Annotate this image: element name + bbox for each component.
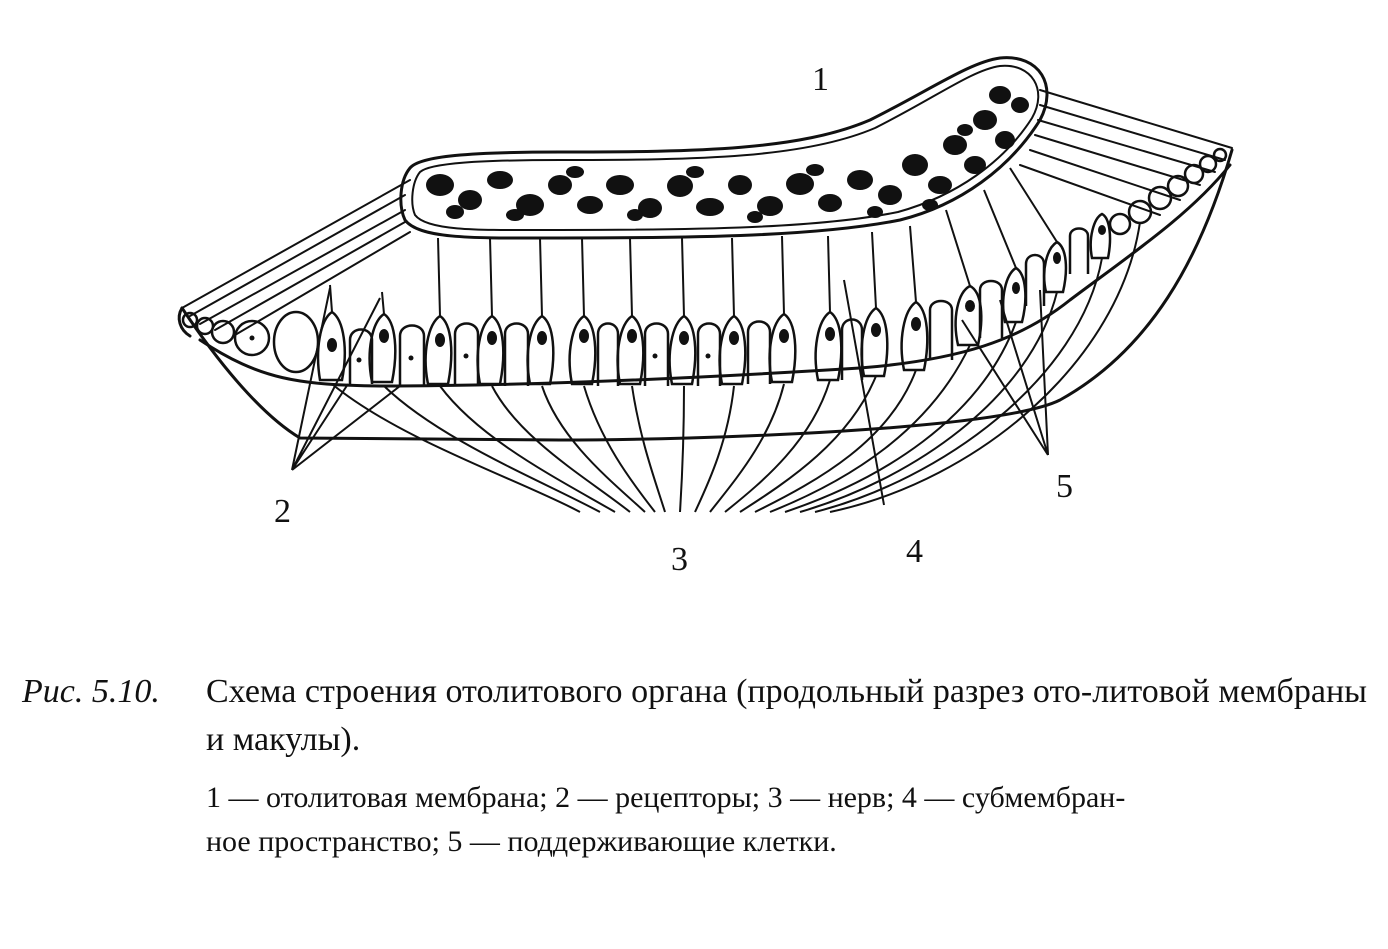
hair-cells	[316, 212, 1112, 386]
hair-bundles	[329, 167, 1058, 317]
epithelium-base	[198, 163, 1232, 388]
otoconia	[426, 86, 1029, 223]
otolith-membrane-outline	[399, 56, 1049, 240]
label-2: 2	[274, 493, 291, 530]
caption-prefix: Рис. 5.10.	[22, 673, 160, 710]
macula-left-tip	[177, 306, 192, 338]
cell-nuclei	[249, 225, 1106, 363]
nerve-fibers	[331, 221, 1141, 513]
caption-legend: 1 — отолитовая мембрана; 2 — рецепторы; …	[206, 776, 1367, 864]
label-1: 1	[812, 61, 829, 98]
otolith-membrane-inner	[411, 64, 1040, 232]
figure-caption: Рис. 5.10. Схема строения отолитового ор…	[22, 668, 1367, 864]
label-3: 3	[671, 541, 688, 578]
legend-line-2: ное пространство; 5 — поддерживающие кле…	[206, 825, 837, 858]
label-4: 4	[906, 533, 923, 570]
otolith-organ-diagram: 1 2 3 4 5	[177, 56, 1234, 578]
legend-line-1: 1 — отолитовая мембрана; 2 — рецепторы; …	[206, 781, 1126, 814]
fiber-lines-left	[181, 179, 411, 336]
label-5: 5	[1056, 468, 1073, 505]
caption-title: Схема строения отолитового органа (продо…	[206, 673, 1367, 758]
leader-lines	[291, 279, 1049, 506]
fiber-lines-right	[1019, 89, 1233, 216]
